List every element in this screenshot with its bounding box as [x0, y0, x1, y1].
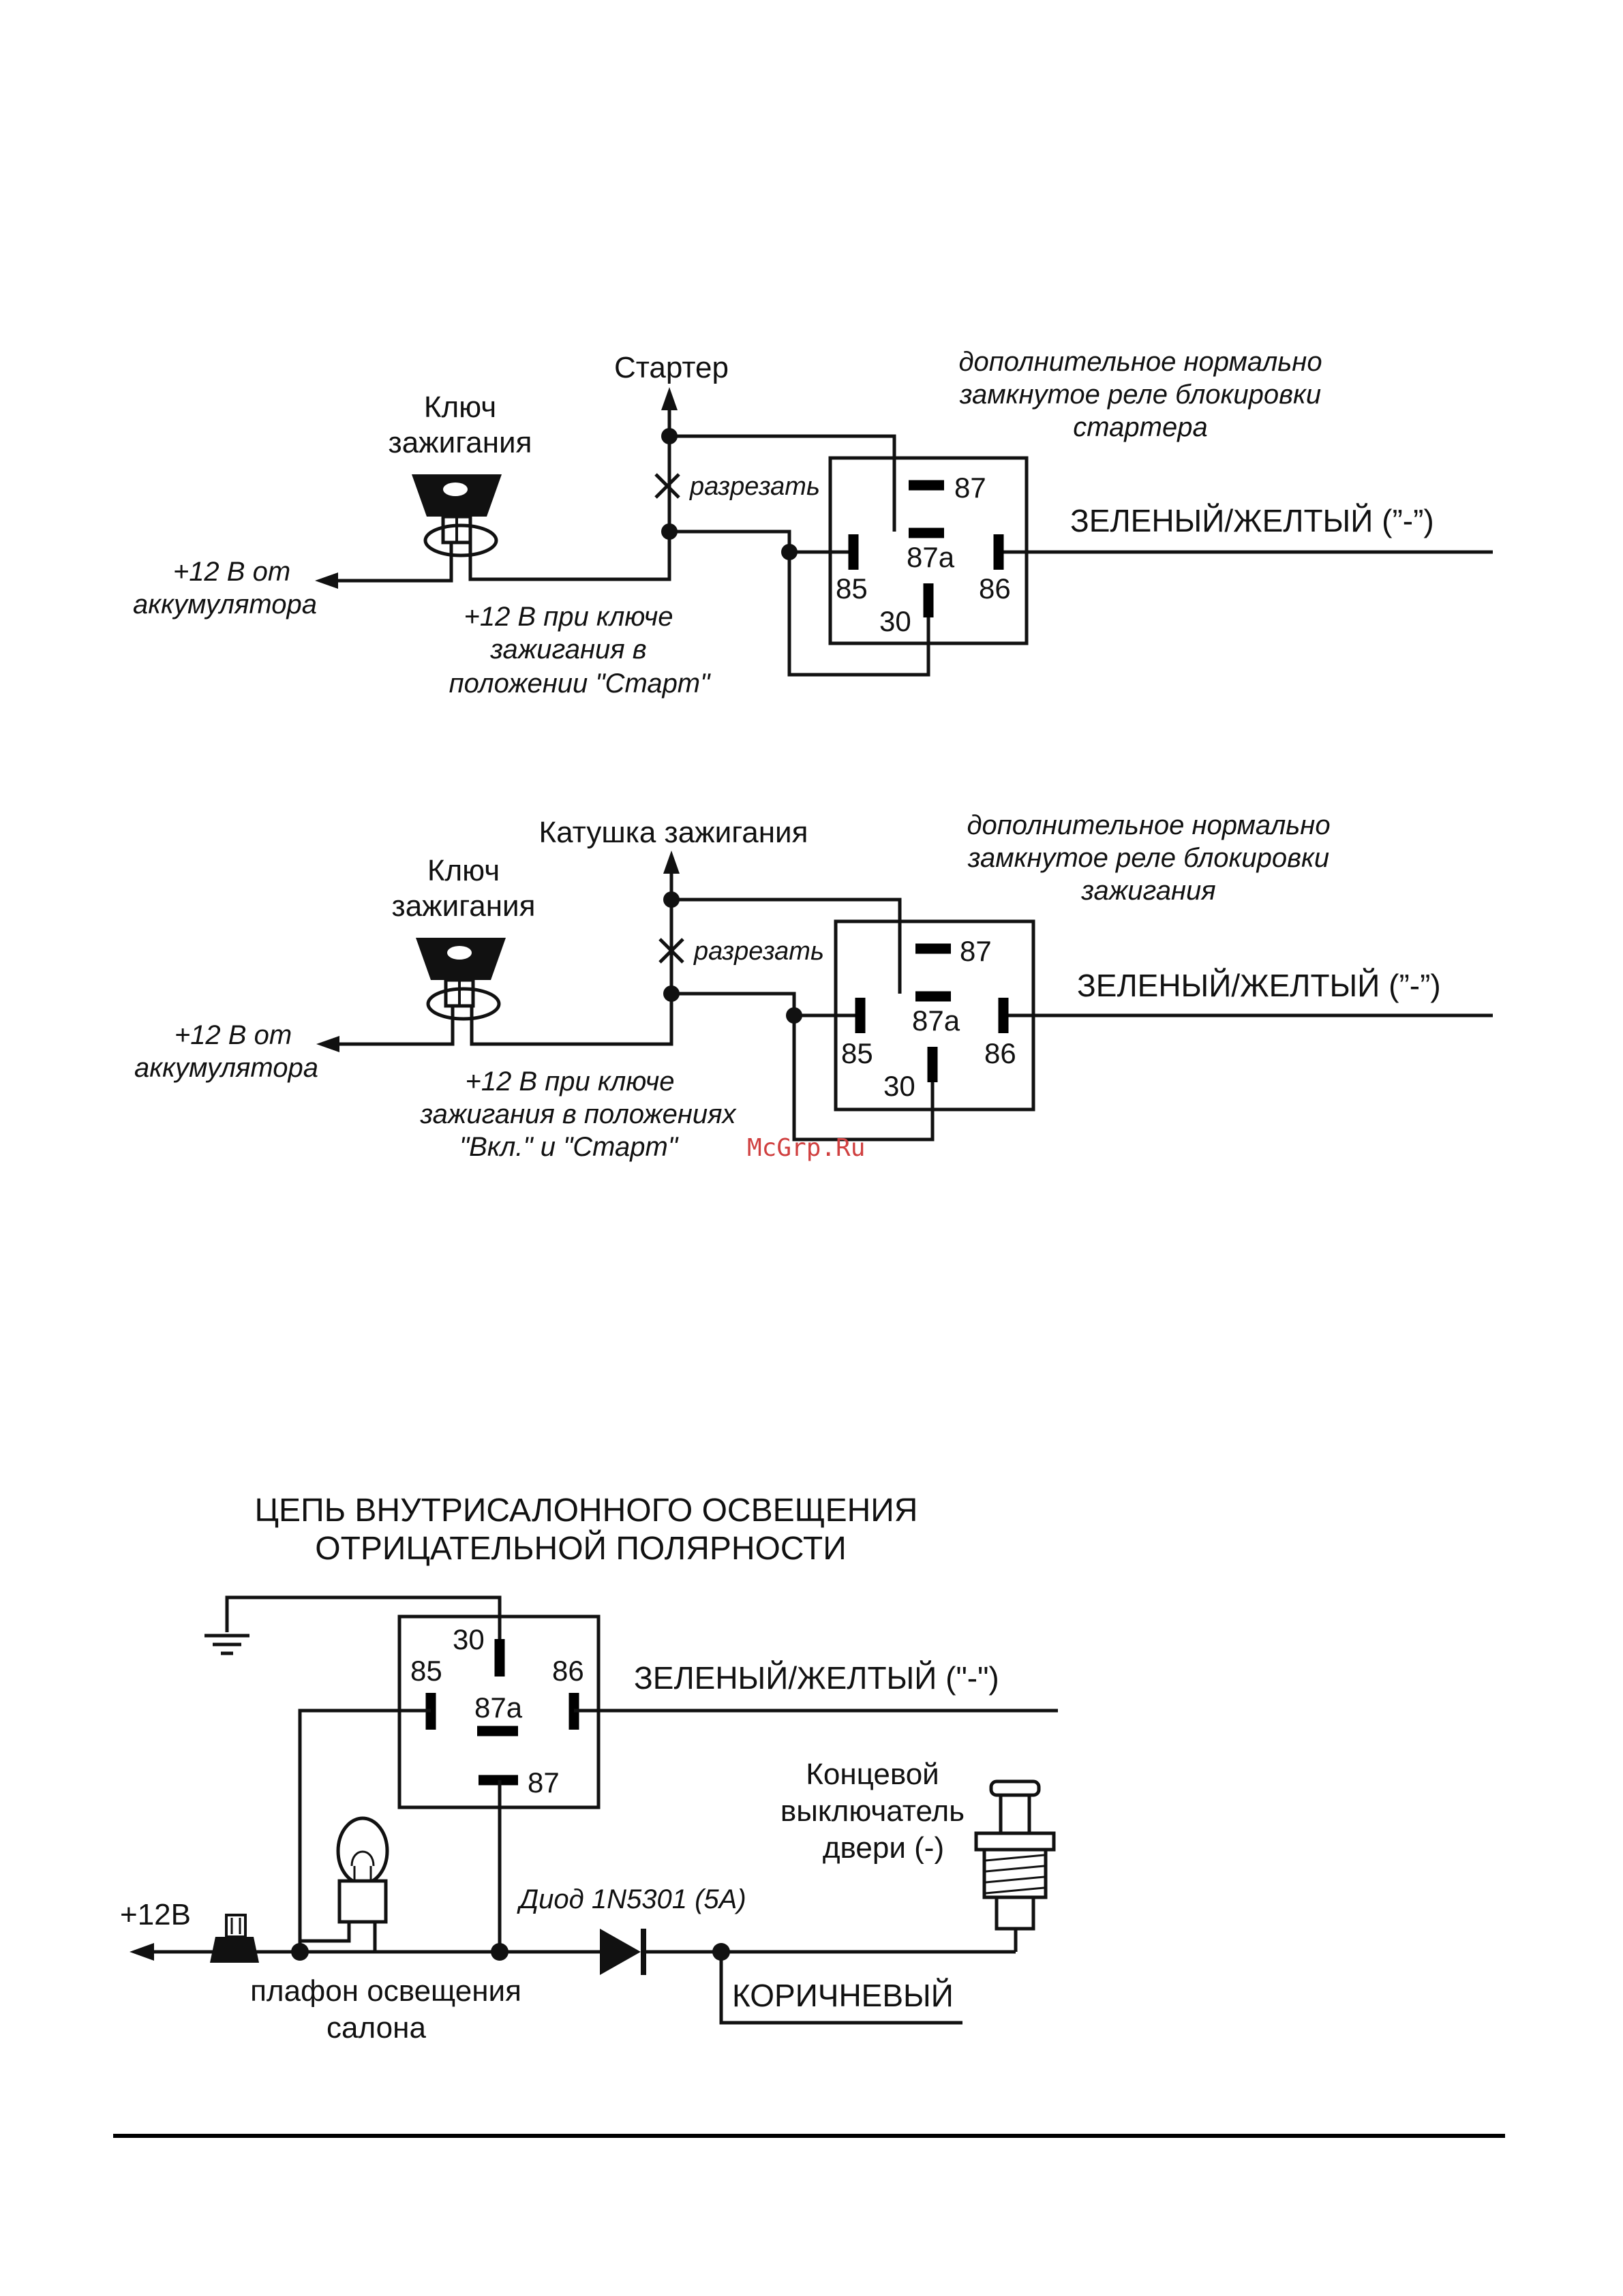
battery-label-line1: +12 В от [175, 1020, 292, 1050]
battery-arrow-icon [315, 572, 338, 589]
cut-label: разрезать [693, 937, 824, 966]
pin-label-86: 86 [984, 1037, 1016, 1069]
wire-key-to-pin30 [667, 402, 930, 677]
junction-dot [661, 523, 678, 540]
pin-label-30: 30 [879, 605, 911, 637]
wire-key-start [468, 532, 671, 581]
junction-dot [781, 544, 798, 560]
green-yellow-wire-label: ЗЕЛЕНЫЙ/ЖЕЛТЫЙ ("-") [634, 1660, 999, 1696]
key-label-line2: зажигания [389, 426, 532, 459]
key-label-line1: Ключ [427, 854, 500, 887]
fuse-icon [210, 1914, 259, 1963]
relay-note-line1: дополнительное нормально [958, 347, 1322, 377]
relay-note-line2: замкнутое реле блокировки [959, 380, 1321, 410]
key-label-line1: Ключ [424, 391, 496, 424]
supply-label: +12В [120, 1898, 191, 1931]
battery-label-line2: аккумулятора [133, 590, 317, 619]
wire-battery [327, 555, 453, 583]
pin-label-85: 85 [410, 1655, 442, 1687]
pin-label-87a: 87a [907, 541, 955, 573]
diode-label: Диод 1N5301 (5А) [517, 1884, 746, 1914]
key-position-note-line3: "Вкл." и "Старт" [459, 1132, 679, 1162]
junction-dot [661, 428, 678, 444]
relay-note-line3: зажигания [1080, 876, 1215, 906]
pin-label-85: 85 [836, 572, 868, 604]
wire-starter-to-pin87a [669, 434, 896, 532]
pin-label-30: 30 [883, 1070, 915, 1102]
relay-note-line3: стартера [1073, 412, 1207, 442]
cut-mark-icon [654, 473, 680, 499]
key-position-note-line2: зажигания в положениях [419, 1099, 737, 1129]
coil-label: Катушка зажигания [539, 816, 808, 849]
junction-dot [663, 985, 680, 1002]
junction-dot [786, 1007, 802, 1024]
wire-brown [719, 1952, 962, 2025]
battery-label-line1: +12 В от [173, 557, 290, 587]
brown-wire-label: КОРИЧНЕВЫЙ [732, 1978, 954, 2013]
lighting-title-line2: ОТРИЦАТЕЛЬНОЙ ПОЛЯРНОСТИ [315, 1529, 846, 1567]
ignition-block-diagram: Катушка зажигания Ключ зажигания дополни… [134, 810, 1493, 1162]
battery-label-line2: аккумулятора [134, 1053, 318, 1083]
wire-battery [329, 1020, 455, 1046]
key-position-note-line2: зажигания в [489, 634, 646, 664]
lamp-icon [298, 1816, 389, 1952]
wire-key-to-pin30 [669, 866, 935, 1142]
wire-coil-to-pin87a [671, 898, 902, 994]
pin-label-87a: 87a [912, 1005, 960, 1037]
junction-dot [712, 1943, 730, 1961]
relay-note-line1: дополнительное нормально [967, 810, 1330, 840]
pin-label-87: 87 [960, 935, 992, 967]
pin-label-85: 85 [841, 1037, 873, 1069]
relay-box [828, 456, 1029, 645]
pin-label-87a: 87a [474, 1692, 523, 1724]
junction-dot [491, 1943, 509, 1961]
junction-dot [663, 891, 680, 908]
pin-label-86: 86 [979, 572, 1011, 604]
switch-label-line1: Концевой [806, 1758, 939, 1791]
interior-lighting-diagram: ЦЕПЬ ВНУТРИСАЛОННОГО ОСВЕЩЕНИЯ ОТРИЦАТЕЛ… [120, 1493, 1058, 2045]
ignition-key-icon [412, 474, 502, 557]
wire-ground-to-pin30 [225, 1595, 502, 1642]
key-label-line2: зажигания [392, 889, 536, 923]
green-yellow-wire-label: ЗЕЛЕНЫЙ/ЖЕЛТЫЙ (”-”) [1070, 503, 1434, 538]
relay-note-line2: замкнутое реле блокировки [967, 843, 1329, 873]
starter-arrow-icon [661, 387, 678, 410]
wire-pin85-supply [298, 1709, 431, 1952]
ignition-key-icon [416, 938, 506, 1021]
switch-label-line2: выключатель [780, 1794, 965, 1828]
diode-icon [600, 1929, 646, 1975]
key-position-note-line3: положении "Старт" [449, 669, 711, 699]
coil-arrow-icon [663, 851, 680, 874]
key-position-note-line1: +12 В при ключе [465, 1067, 674, 1097]
green-yellow-wire-label: ЗЕЛЕНЫЙ/ЖЕЛТЫЙ (”-”) [1077, 968, 1441, 1003]
watermark: McGrp.Ru [747, 1134, 865, 1162]
supply-arrow-icon [130, 1943, 154, 1961]
cut-mark-icon [658, 938, 684, 964]
pin-label-87: 87 [954, 472, 986, 504]
lamp-label-line2: салона [327, 2011, 426, 2045]
starter-label: Стартер [614, 351, 729, 384]
lamp-label-line1: плафон освещения [250, 1974, 521, 2008]
switch-label-line3: двери (-) [823, 1831, 944, 1865]
pin-label-86: 86 [552, 1655, 584, 1687]
starter-block-diagram: Стартер Ключ зажигания дополнительное но… [133, 347, 1493, 699]
cut-label: разрезать [689, 472, 820, 501]
ground-icon [204, 1634, 249, 1655]
relay-box [834, 919, 1035, 1112]
pin-label-30: 30 [453, 1623, 485, 1655]
pin-label-87: 87 [528, 1766, 560, 1798]
lighting-title-line1: ЦЕПЬ ВНУТРИСАЛОННОГО ОСВЕЩЕНИЯ [255, 1493, 918, 1529]
key-position-note-line1: +12 В при ключе [464, 602, 673, 632]
wire-key-on [470, 994, 673, 1046]
door-switch-icon [974, 1779, 1056, 1931]
battery-arrow-icon [316, 1036, 339, 1052]
